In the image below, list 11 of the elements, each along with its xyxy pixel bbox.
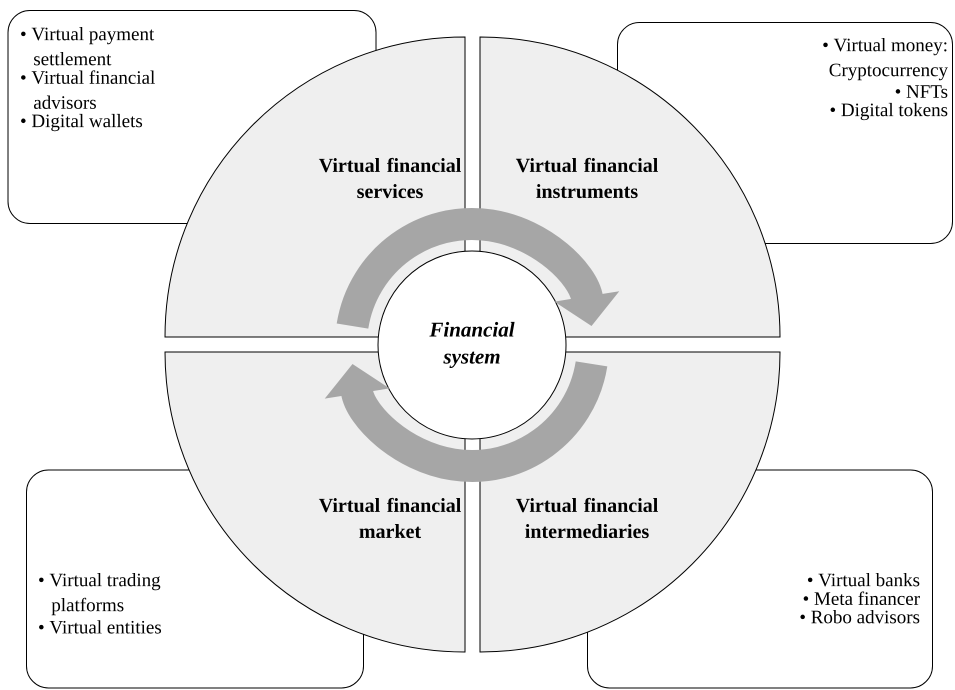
bullet-item: • Digital wallets xyxy=(21,114,142,132)
bullet-item: • Virtual payment settlement xyxy=(21,27,154,66)
bullet-item: • Robo advisors xyxy=(800,610,920,624)
bullet-item: • Virtual trading platforms xyxy=(39,573,160,616)
bullet-item: • Virtual banks xyxy=(808,573,920,586)
bullet-item: • Meta financer xyxy=(804,591,920,606)
bullet-item: • Digital tokens xyxy=(830,102,948,120)
bullet-item: • Virtual money: Cryptocurrency xyxy=(823,38,948,80)
bullet-item: • NFTs xyxy=(896,85,948,98)
bullet-item: • Virtual financial advisors xyxy=(21,70,155,109)
bullet-item: • Virtual entities xyxy=(39,620,162,634)
